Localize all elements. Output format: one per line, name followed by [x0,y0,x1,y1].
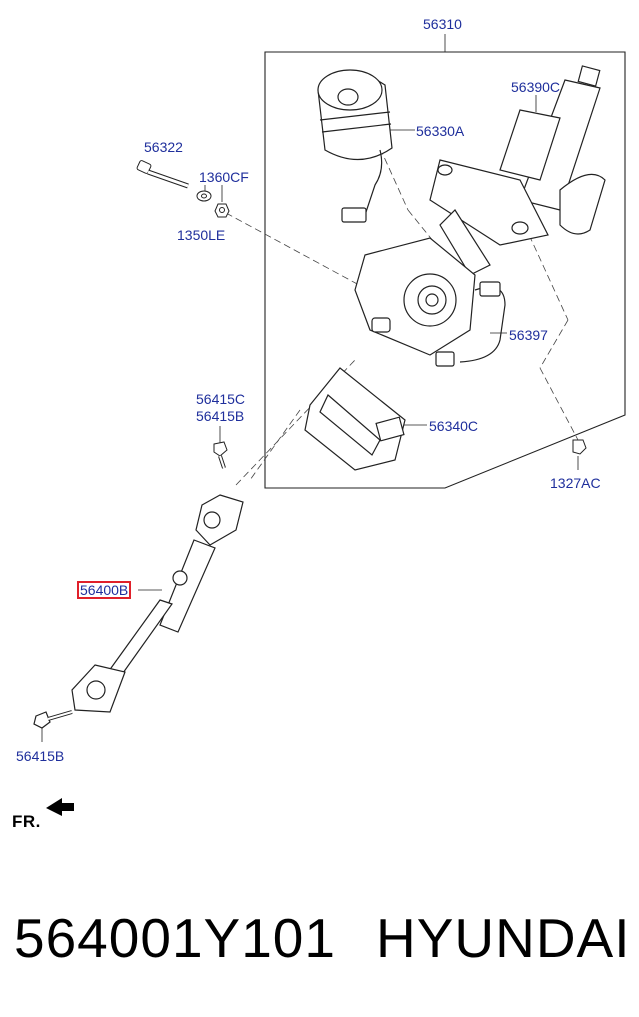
bolt-56415c [213,441,228,469]
label-56330a: 56330A [416,123,465,139]
label-56397: 56397 [509,327,548,343]
label-56415b-bottom: 56415B [16,748,65,764]
leader-lines [41,34,579,742]
gearbox [354,237,506,367]
part-number: 564001Y101 [14,907,336,969]
washer-1350le [196,190,212,202]
label-56390c: 56390C [511,79,561,95]
diagram-drawing [33,34,626,816]
label-1327ac: 1327AC [550,475,601,491]
motor-56330a [317,69,393,223]
brand-name: HYUNDAI [376,907,631,969]
bolt-56322 [136,160,189,189]
label-56400b-highlighted: 56400B [77,581,132,599]
assembly-boundary [264,51,626,489]
ecu-56340c [304,367,406,471]
label-56322: 56322 [144,139,183,155]
label-1350le: 1350LE [177,227,226,243]
footer: 564001Y101 HYUNDAI [0,898,639,978]
bolt-1327ac [572,439,587,455]
nut-1360cf [214,203,230,218]
column-56390c [429,65,606,276]
front-arrow [46,798,74,816]
label-56340c: 56340C [429,418,479,434]
label-56310: 56310 [423,16,462,32]
label-56415c: 56415C [196,391,246,407]
front-marker: FR. [12,812,41,831]
label-1360cf: 1360CF [199,169,249,185]
label-56415b-top: 56415B [196,408,245,424]
parts-diagram: 56310 56390C 56322 56330A 1360CF 1350LE … [12,16,626,831]
shaft-56400b [33,494,244,729]
